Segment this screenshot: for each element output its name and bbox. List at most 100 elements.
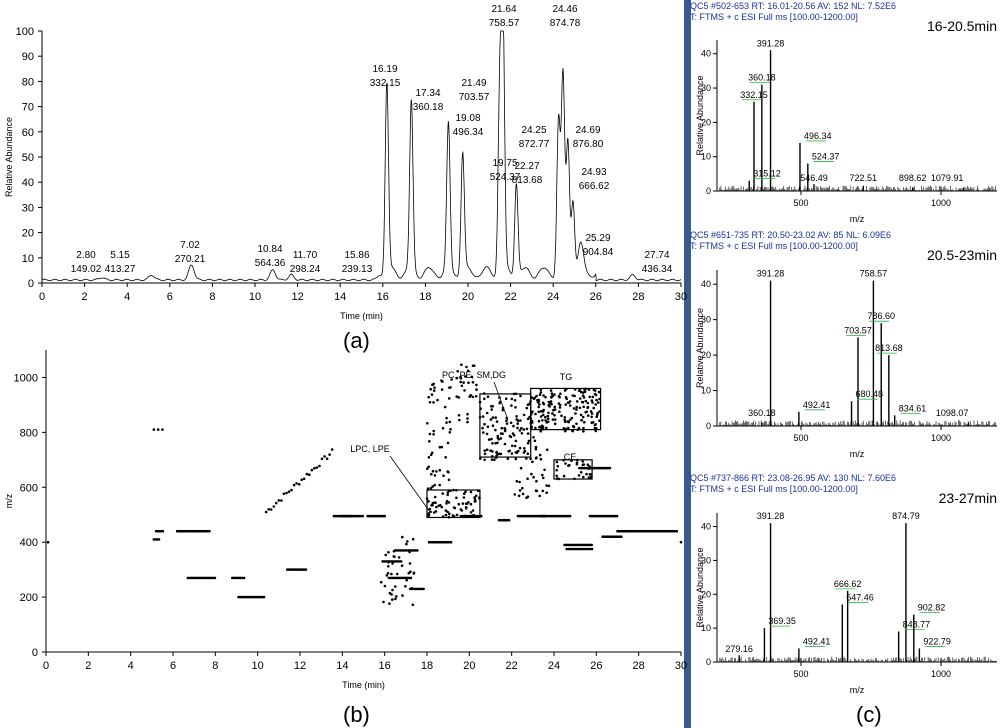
feature-point (559, 392, 562, 396)
feature-point (436, 398, 439, 402)
peak-mz-label: 332.15 (370, 78, 401, 89)
feature-point (444, 456, 448, 459)
feature-point (465, 365, 468, 369)
feature-point (595, 415, 598, 419)
feature-point (515, 479, 519, 483)
feature-point (522, 413, 526, 417)
feature-point (444, 513, 448, 517)
feature-point (582, 475, 585, 479)
feature-point (532, 475, 535, 479)
feature-point (408, 562, 412, 565)
feature-point (560, 414, 563, 418)
feature-point (467, 501, 470, 504)
feature-point (429, 387, 433, 391)
feature-point (438, 468, 442, 472)
feature-point (385, 574, 389, 577)
feature-point (543, 468, 546, 472)
y-tick-label: 0 (28, 278, 34, 290)
feature-point (544, 419, 547, 422)
feature-point (518, 480, 521, 484)
feature-point (549, 389, 553, 392)
feature-point (553, 405, 557, 409)
feature-point (519, 466, 523, 470)
feature-point (596, 411, 600, 415)
feature-point (679, 540, 683, 544)
x-tick-label: 18 (419, 291, 431, 303)
feature-point (330, 448, 334, 451)
feature-point (620, 535, 623, 538)
feature-point (464, 506, 468, 510)
feature-point (516, 426, 519, 430)
feature-point (428, 401, 432, 404)
feature-point (485, 411, 489, 415)
feature-point (285, 491, 288, 495)
x-tick-label: 6 (167, 291, 173, 303)
feature-point (514, 451, 518, 454)
spectrum-peak-label: 647.46 (846, 592, 874, 602)
feature-point (539, 457, 543, 461)
spectrum-peak-label: 703.57 (844, 325, 872, 335)
feature-point (525, 457, 528, 460)
feature-point (434, 510, 438, 513)
feature-point (486, 425, 490, 429)
feature-point (432, 401, 435, 404)
peak-mz-label: 904.84 (583, 247, 614, 258)
feature-point (525, 406, 529, 410)
feature-point (395, 595, 398, 598)
feature-point (487, 438, 491, 441)
feature-point (597, 401, 600, 404)
feature-point (507, 518, 511, 522)
x-tick-label: 4 (128, 660, 134, 672)
region-box (426, 489, 481, 519)
feature-point (456, 370, 460, 373)
feature-point (581, 415, 585, 419)
spectrum-peak-label: 813.68 (875, 343, 903, 353)
peak-rt-label: 19.08 (455, 113, 480, 124)
feature-point (537, 419, 541, 423)
feature-point (391, 562, 394, 565)
peak-mz-label: 758.57 (489, 18, 520, 29)
feature-point (474, 395, 478, 398)
feature-point (481, 415, 485, 418)
feature-point (539, 391, 543, 394)
feature-point (567, 420, 570, 423)
peak-rt-label: 25.29 (585, 233, 610, 244)
feature-point (471, 381, 475, 384)
feature-point (583, 390, 587, 394)
y-tick-label: 20 (701, 589, 711, 599)
x-tick-label: 500 (793, 433, 808, 443)
peak-mz-label: 703.57 (459, 92, 490, 103)
feature-point (387, 551, 390, 554)
feature-point (541, 419, 544, 422)
spectrum-peak-label: 369.35 (768, 616, 796, 626)
feature-point (544, 395, 547, 399)
feature-point (538, 425, 541, 429)
feature-point (426, 467, 429, 471)
feature-point (467, 381, 470, 385)
feature-point (496, 434, 500, 438)
feature-point (490, 437, 493, 441)
feature-point (539, 415, 543, 418)
feature-point (586, 463, 590, 467)
feature-point (585, 472, 588, 476)
feature-point (555, 474, 558, 478)
feature-point (526, 477, 529, 481)
feature-point (501, 408, 505, 412)
y-tick-label: 200 (20, 592, 38, 604)
x-tick-label: 500 (793, 669, 808, 679)
feature-point (213, 576, 217, 580)
feature-point (547, 484, 551, 488)
feature-point (412, 571, 416, 575)
feature-point (401, 594, 404, 597)
x-axis-label: m/z (850, 685, 865, 695)
feature-point (455, 376, 459, 380)
feature-point (513, 444, 517, 448)
feature-point (444, 509, 448, 512)
feature-point (469, 511, 473, 514)
feature-point (538, 494, 541, 498)
feature-point (530, 472, 533, 476)
feature-point (538, 453, 542, 457)
y-tick-label: 0 (32, 647, 38, 659)
feature-point (547, 403, 550, 407)
feature-point (529, 457, 532, 461)
